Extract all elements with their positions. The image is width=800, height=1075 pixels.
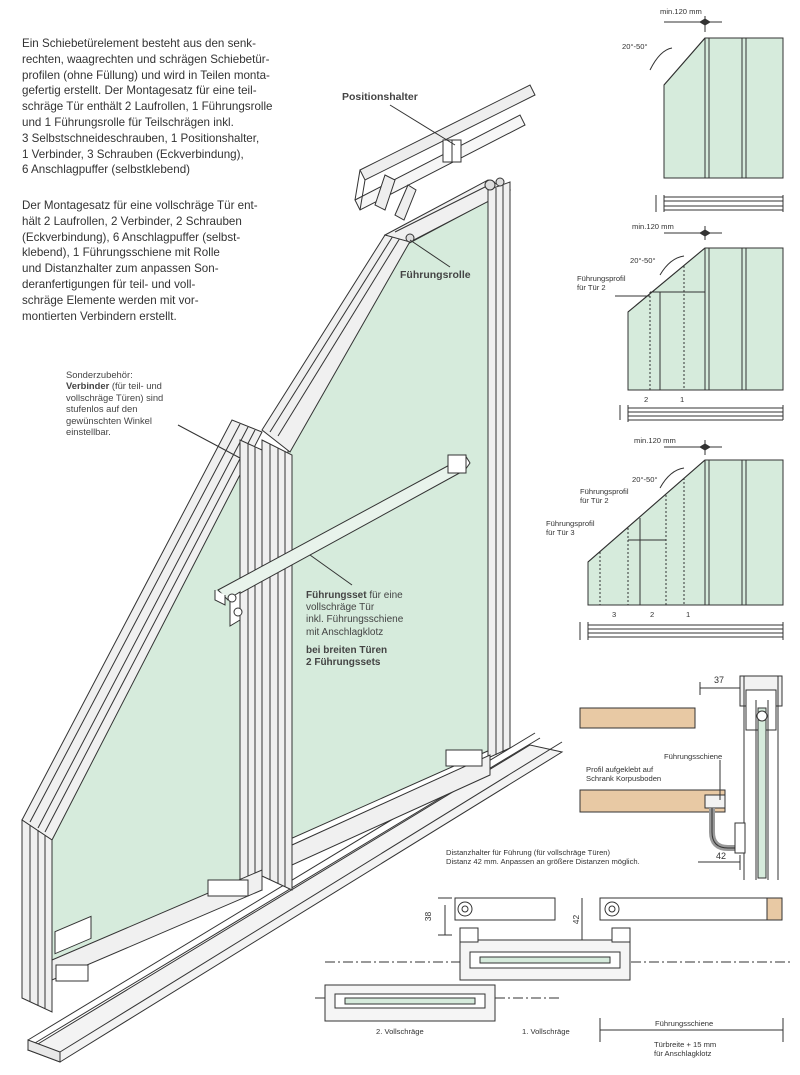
plan-door-profile-2 (324, 984, 496, 1022)
elev3-num-1: 1 (686, 610, 691, 619)
elevation-3 (579, 440, 784, 640)
top-track (359, 84, 536, 181)
detail-dim-42a: 42 (716, 851, 727, 861)
detail-dim-42b: 42 (571, 914, 582, 925)
right-door-right-post (487, 181, 511, 759)
detail-fuehrungsschiene-label: Führungsschiene (664, 752, 723, 761)
plan-rail-right (599, 897, 783, 921)
left-door-left-post (21, 819, 53, 1013)
callout-verbinder: Sonderzubehör: Verbinder (für teil- und … (66, 369, 164, 438)
elev3-num-3: 3 (612, 610, 617, 619)
top-roller (484, 179, 496, 191)
detail-distanz-note: Distanzhalter für Führung (für vollschrä… (446, 848, 640, 866)
plan-door-profile-1 (459, 927, 631, 981)
intro-paragraph-1: Ein Schiebetürelement besteht aus den se… (22, 37, 273, 177)
detail-dim-38: 38 (423, 911, 434, 922)
leader-positionshalter (389, 104, 456, 146)
elevation-2 (615, 226, 784, 422)
label-fuehrungsrolle: Führungsrolle (400, 269, 471, 281)
label-vollschraege-2: 2. Vollschräge (376, 1027, 424, 1036)
left-door-bottom-rail (51, 869, 263, 981)
leader-fuehrungsset (309, 554, 353, 586)
left-door-right-post (239, 439, 263, 891)
elevation-1 (649, 16, 784, 212)
label-vollschraege-1: 1. Vollschräge (522, 1027, 570, 1036)
guide-roller (405, 233, 415, 243)
label-fuehrungsschiene-bottom: Führungsschiene (655, 1019, 714, 1028)
bottom-bumper (207, 879, 249, 897)
elev2-min-dim: min.120 mm (632, 222, 674, 231)
intro-paragraph-2: Der Montagesatz für eine vollschräge Tür… (22, 199, 258, 323)
elev2-num-1: 1 (680, 395, 685, 404)
plan-rail-left (454, 897, 556, 921)
elev1-min-dim: min.120 mm (660, 7, 702, 16)
leader-verbinder (177, 424, 241, 459)
detail-top-shelf (579, 707, 696, 729)
detail-bottom-shelf (579, 789, 726, 813)
detail-vertical-profile (739, 675, 783, 880)
elev3-min-dim: min.120 mm (634, 436, 676, 445)
callout-fuehrungsset: Führungsset für eine vollschräge Tür ink… (306, 590, 404, 669)
detail-dim-37: 37 (714, 675, 725, 685)
floor-rail-end (27, 1039, 61, 1063)
right-door-bottom-rail (291, 754, 491, 866)
elev2-num-2: 2 (644, 395, 649, 404)
right-door-left-post (261, 439, 293, 891)
elev3-num-2: 2 (650, 610, 655, 619)
leader-fuehrungsrolle (409, 239, 451, 268)
elev2-angle: 20°-50° (630, 256, 656, 265)
elev1-angle: 20°-50° (622, 42, 648, 51)
detail-guide-rail (704, 794, 726, 809)
elev3-angle: 20°-50° (632, 475, 658, 484)
label-positionshalter: Positionshalter (342, 91, 418, 103)
